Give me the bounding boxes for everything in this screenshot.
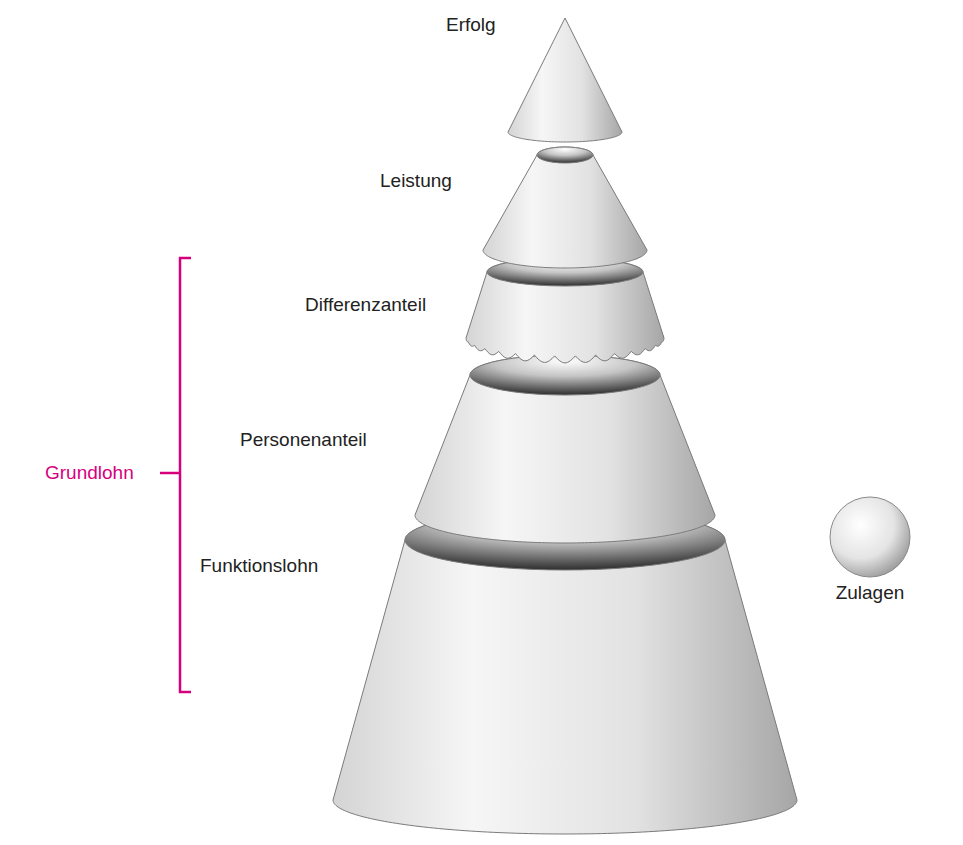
- layer-label: Erfolg: [446, 13, 496, 37]
- bracket-tick: [160, 472, 180, 475]
- cone-slice: [415, 355, 715, 543]
- bonus-sphere: [830, 497, 910, 577]
- bracket: [180, 258, 191, 692]
- layer-label: Funktionslohn: [200, 554, 318, 578]
- slice-top: [537, 147, 593, 163]
- cone-slice: [508, 18, 622, 142]
- cone-layers: [333, 18, 797, 834]
- sphere-label: Zulagen: [836, 581, 905, 605]
- cone-slice: [333, 510, 797, 834]
- bracket-label: Grundlohn: [45, 461, 134, 485]
- layer-label: Personenanteil: [240, 428, 367, 452]
- cone-slice: [466, 258, 664, 363]
- cone-slice: [483, 147, 647, 268]
- layer-label: Leistung: [380, 169, 452, 193]
- layer-label: Differenzanteil: [305, 293, 426, 317]
